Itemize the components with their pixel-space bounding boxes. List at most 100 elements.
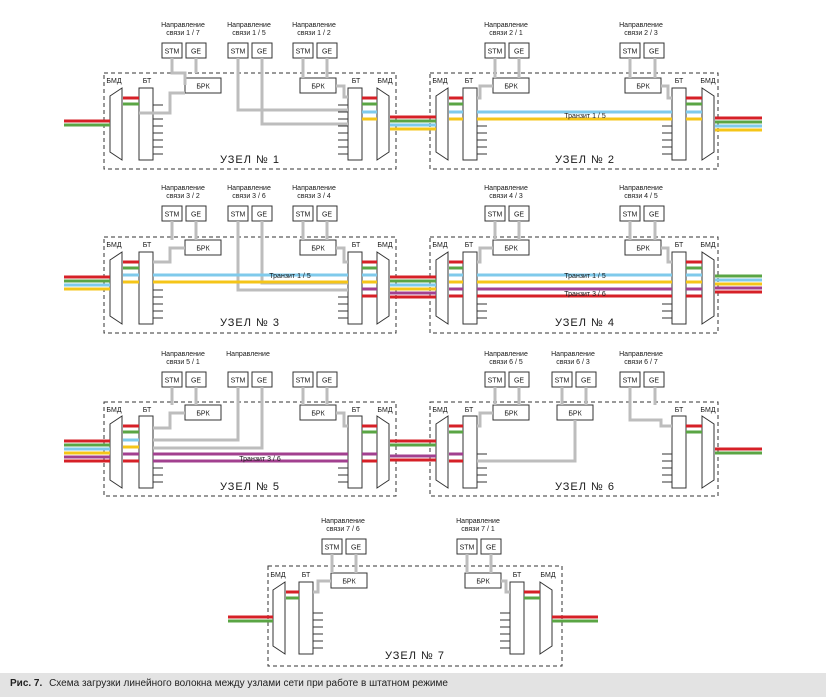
direction-title: Направление — [456, 518, 500, 525]
fiber-path — [477, 246, 493, 264]
node-6-bt-block — [462, 415, 478, 489]
bt-label: БТ — [675, 242, 684, 249]
bmd-label: БМД — [700, 78, 715, 85]
stm-label: STM — [231, 212, 246, 219]
brk-label: БРК — [311, 246, 325, 253]
ge-label: GE — [581, 378, 591, 385]
transit-label: Транзит 3 / 6 — [564, 291, 606, 298]
fiber-path — [236, 58, 348, 112]
transit-label: Транзит 1 / 5 — [564, 273, 606, 280]
stm-label: STM — [623, 49, 638, 56]
node-1-bt-block — [347, 87, 363, 161]
node-7-title: УЗЕЛ № 7 — [385, 650, 445, 662]
direction-label: связи 1 / 2 — [297, 30, 331, 37]
bmd-label: БМД — [106, 407, 121, 414]
ge-label: GE — [649, 378, 659, 385]
ge-label: GE — [649, 49, 659, 56]
ge-label: GE — [351, 545, 361, 552]
bmd-label: БМД — [432, 242, 447, 249]
brk-label: БРК — [504, 411, 518, 418]
bmd-label: БМД — [540, 572, 555, 579]
ge-label: GE — [257, 49, 267, 56]
node-2-bmd-block — [701, 87, 715, 161]
direction-label: связи 1 / 5 — [232, 30, 266, 37]
node-2-bt-block — [671, 87, 687, 161]
stm-label: STM — [296, 378, 311, 385]
transit-label: Транзит 3 / 6 — [239, 456, 281, 463]
fiber-path — [153, 246, 185, 264]
direction-label: связи 6 / 5 — [489, 359, 523, 366]
stm-label: STM — [488, 49, 503, 56]
fiber-path — [170, 58, 187, 85]
brk-label: БРК — [504, 246, 518, 253]
ge-label: GE — [322, 378, 332, 385]
bt-label: БТ — [465, 242, 474, 249]
figure-caption: Рис. 7. Схема загрузки линейного волокна… — [0, 673, 826, 697]
direction-label: связи 5 / 1 — [166, 359, 200, 366]
direction-label: связи 7 / 1 — [461, 526, 495, 533]
ge-label: GE — [322, 212, 332, 219]
direction-title: Направление — [484, 351, 528, 358]
bmd-label: БМД — [106, 78, 121, 85]
stm-label: STM — [460, 545, 475, 552]
transit-label: Транзит 1 / 5 — [564, 113, 606, 120]
node-7-bt-block — [509, 581, 525, 655]
stm-label: STM — [623, 212, 638, 219]
node-5-bmd-block — [109, 415, 123, 489]
node-3-bt-block — [347, 251, 363, 325]
direction-label: связи 1 / 7 — [166, 30, 200, 37]
brk-label: БРК — [636, 84, 650, 91]
fiber-path — [336, 411, 348, 428]
ge-label: GE — [514, 49, 524, 56]
fiber-path — [477, 420, 577, 463]
fiber-path — [501, 579, 510, 594]
fiber-path — [477, 84, 493, 100]
bmd-label: БМД — [377, 242, 392, 249]
direction-title: Направление — [161, 185, 205, 192]
stm-label: STM — [325, 545, 340, 552]
bt-label: БТ — [465, 407, 474, 414]
node-2-title: УЗЕЛ № 2 — [555, 154, 615, 166]
direction-label: связи 7 / 6 — [326, 526, 360, 533]
direction-title: Направление — [619, 185, 663, 192]
node-5-bt-block — [138, 415, 154, 489]
bmd-label: БМД — [106, 242, 121, 249]
stm-label: STM — [296, 49, 311, 56]
node-3-bmd-block — [109, 251, 123, 325]
node-6-bmd-block — [435, 415, 449, 489]
fiber-path — [260, 58, 348, 126]
bt-label: БТ — [465, 78, 474, 85]
direction-title: Направление — [226, 351, 270, 358]
ge-label: GE — [322, 49, 332, 56]
node-1-brk-block — [184, 77, 222, 94]
node-1-title: УЗЕЛ № 1 — [220, 154, 280, 166]
brk-label: БРК — [504, 84, 518, 91]
fiber-path — [628, 387, 672, 428]
bt-label: БТ — [675, 78, 684, 85]
ge-label: GE — [191, 212, 201, 219]
node-3-bmd-block — [376, 251, 390, 325]
node-4-bt-block — [462, 251, 478, 325]
brk-label: БРК — [342, 579, 356, 586]
bt-label: БТ — [143, 407, 152, 414]
transit-label: Транзит 1 / 5 — [269, 273, 311, 280]
node-5-bt-block — [347, 415, 363, 489]
bmd-label: БМД — [377, 407, 392, 414]
bmd-label: БМД — [432, 407, 447, 414]
direction-title: Направление — [161, 22, 205, 29]
node-6-frame — [429, 401, 719, 497]
bt-label: БТ — [302, 572, 311, 579]
ge-label: GE — [514, 378, 524, 385]
direction-title: Направление — [551, 351, 595, 358]
node-1-bmd-block — [376, 87, 390, 161]
bt-label: БТ — [513, 572, 522, 579]
bmd-label: БМД — [377, 78, 392, 85]
node-5-bmd-block — [376, 415, 390, 489]
direction-label: связи 3 / 2 — [166, 193, 200, 200]
direction-label: связи 4 / 5 — [624, 193, 658, 200]
brk-label: БРК — [196, 246, 210, 253]
stm-label: STM — [165, 49, 180, 56]
brk-label: БРК — [196, 84, 210, 91]
node-1-bt-block — [138, 87, 154, 161]
